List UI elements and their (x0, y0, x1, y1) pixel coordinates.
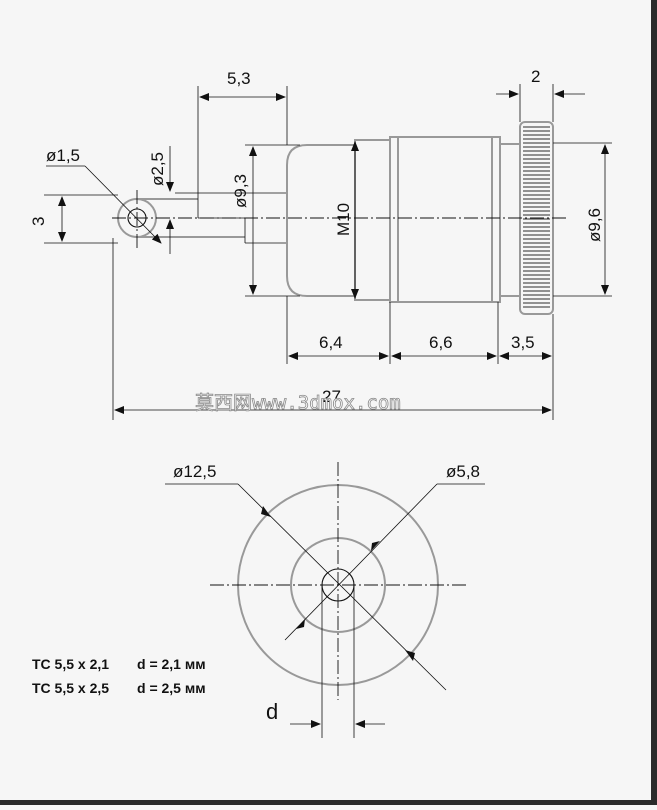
dim-5-3: 5,3 (197, 69, 288, 193)
dim-height-3: 3 (29, 194, 118, 244)
note-2-value: d = 2,5 мм (137, 680, 206, 696)
notes: TC 5,5 x 2,1 d = 2,1 мм TC 5,5 x 2,5 d =… (32, 656, 206, 696)
dim-m10: M10 (334, 141, 359, 299)
label-27: 27 (322, 387, 341, 406)
knurled-nut (499, 121, 554, 315)
label-3-5: 3,5 (511, 333, 535, 352)
note-1-value: d = 2,1 мм (137, 656, 206, 672)
dim-6-6: 6,6 (391, 302, 499, 364)
dim-dia-1-5: ø1,5 (46, 146, 162, 244)
label-6-4: 6,4 (319, 333, 343, 352)
label-dia-1-5: ø1,5 (46, 146, 80, 165)
label-height-3: 3 (29, 217, 48, 226)
label-2: 2 (531, 67, 540, 86)
dim-3-5: 3,5 (499, 314, 554, 420)
dim-6-4: 6,4 (286, 296, 391, 364)
dim-dia-12-5: ø12,5 (165, 462, 447, 691)
dim-d: d (266, 585, 385, 738)
dim-dia-5-8: ø5,8 (284, 462, 485, 641)
label-dia-9-3: ø9,3 (231, 174, 250, 208)
note-2-model: TC 5,5 x 2,5 (32, 680, 109, 696)
dim-dia-9-6: ø9,6 (553, 142, 612, 297)
label-d: d (266, 699, 278, 724)
front-view: ø12,5 ø5,8 d (165, 462, 485, 738)
label-m10: M10 (334, 203, 353, 236)
label-dia-12-5: ø12,5 (173, 462, 216, 481)
dim-2: 2 (496, 67, 585, 122)
dim-27: 27 (112, 238, 552, 420)
label-5-3: 5,3 (227, 69, 251, 88)
dim-dia-2-5: ø2,5 (148, 146, 174, 254)
watermark: 莫西网www.3dmox.com (195, 392, 401, 414)
label-dia-5-8: ø5,8 (446, 462, 480, 481)
note-1-model: TC 5,5 x 2,1 (32, 656, 109, 672)
side-view: 5,3 2 ø1,5 ø2,5 ø9,3 (29, 67, 612, 420)
label-dia-9-6: ø9,6 (585, 208, 604, 242)
label-6-6: 6,6 (429, 333, 453, 352)
label-dia-2-5: ø2,5 (148, 152, 167, 186)
dim-dia-9-3: ø9,3 (231, 144, 300, 297)
threaded-body (354, 136, 501, 303)
